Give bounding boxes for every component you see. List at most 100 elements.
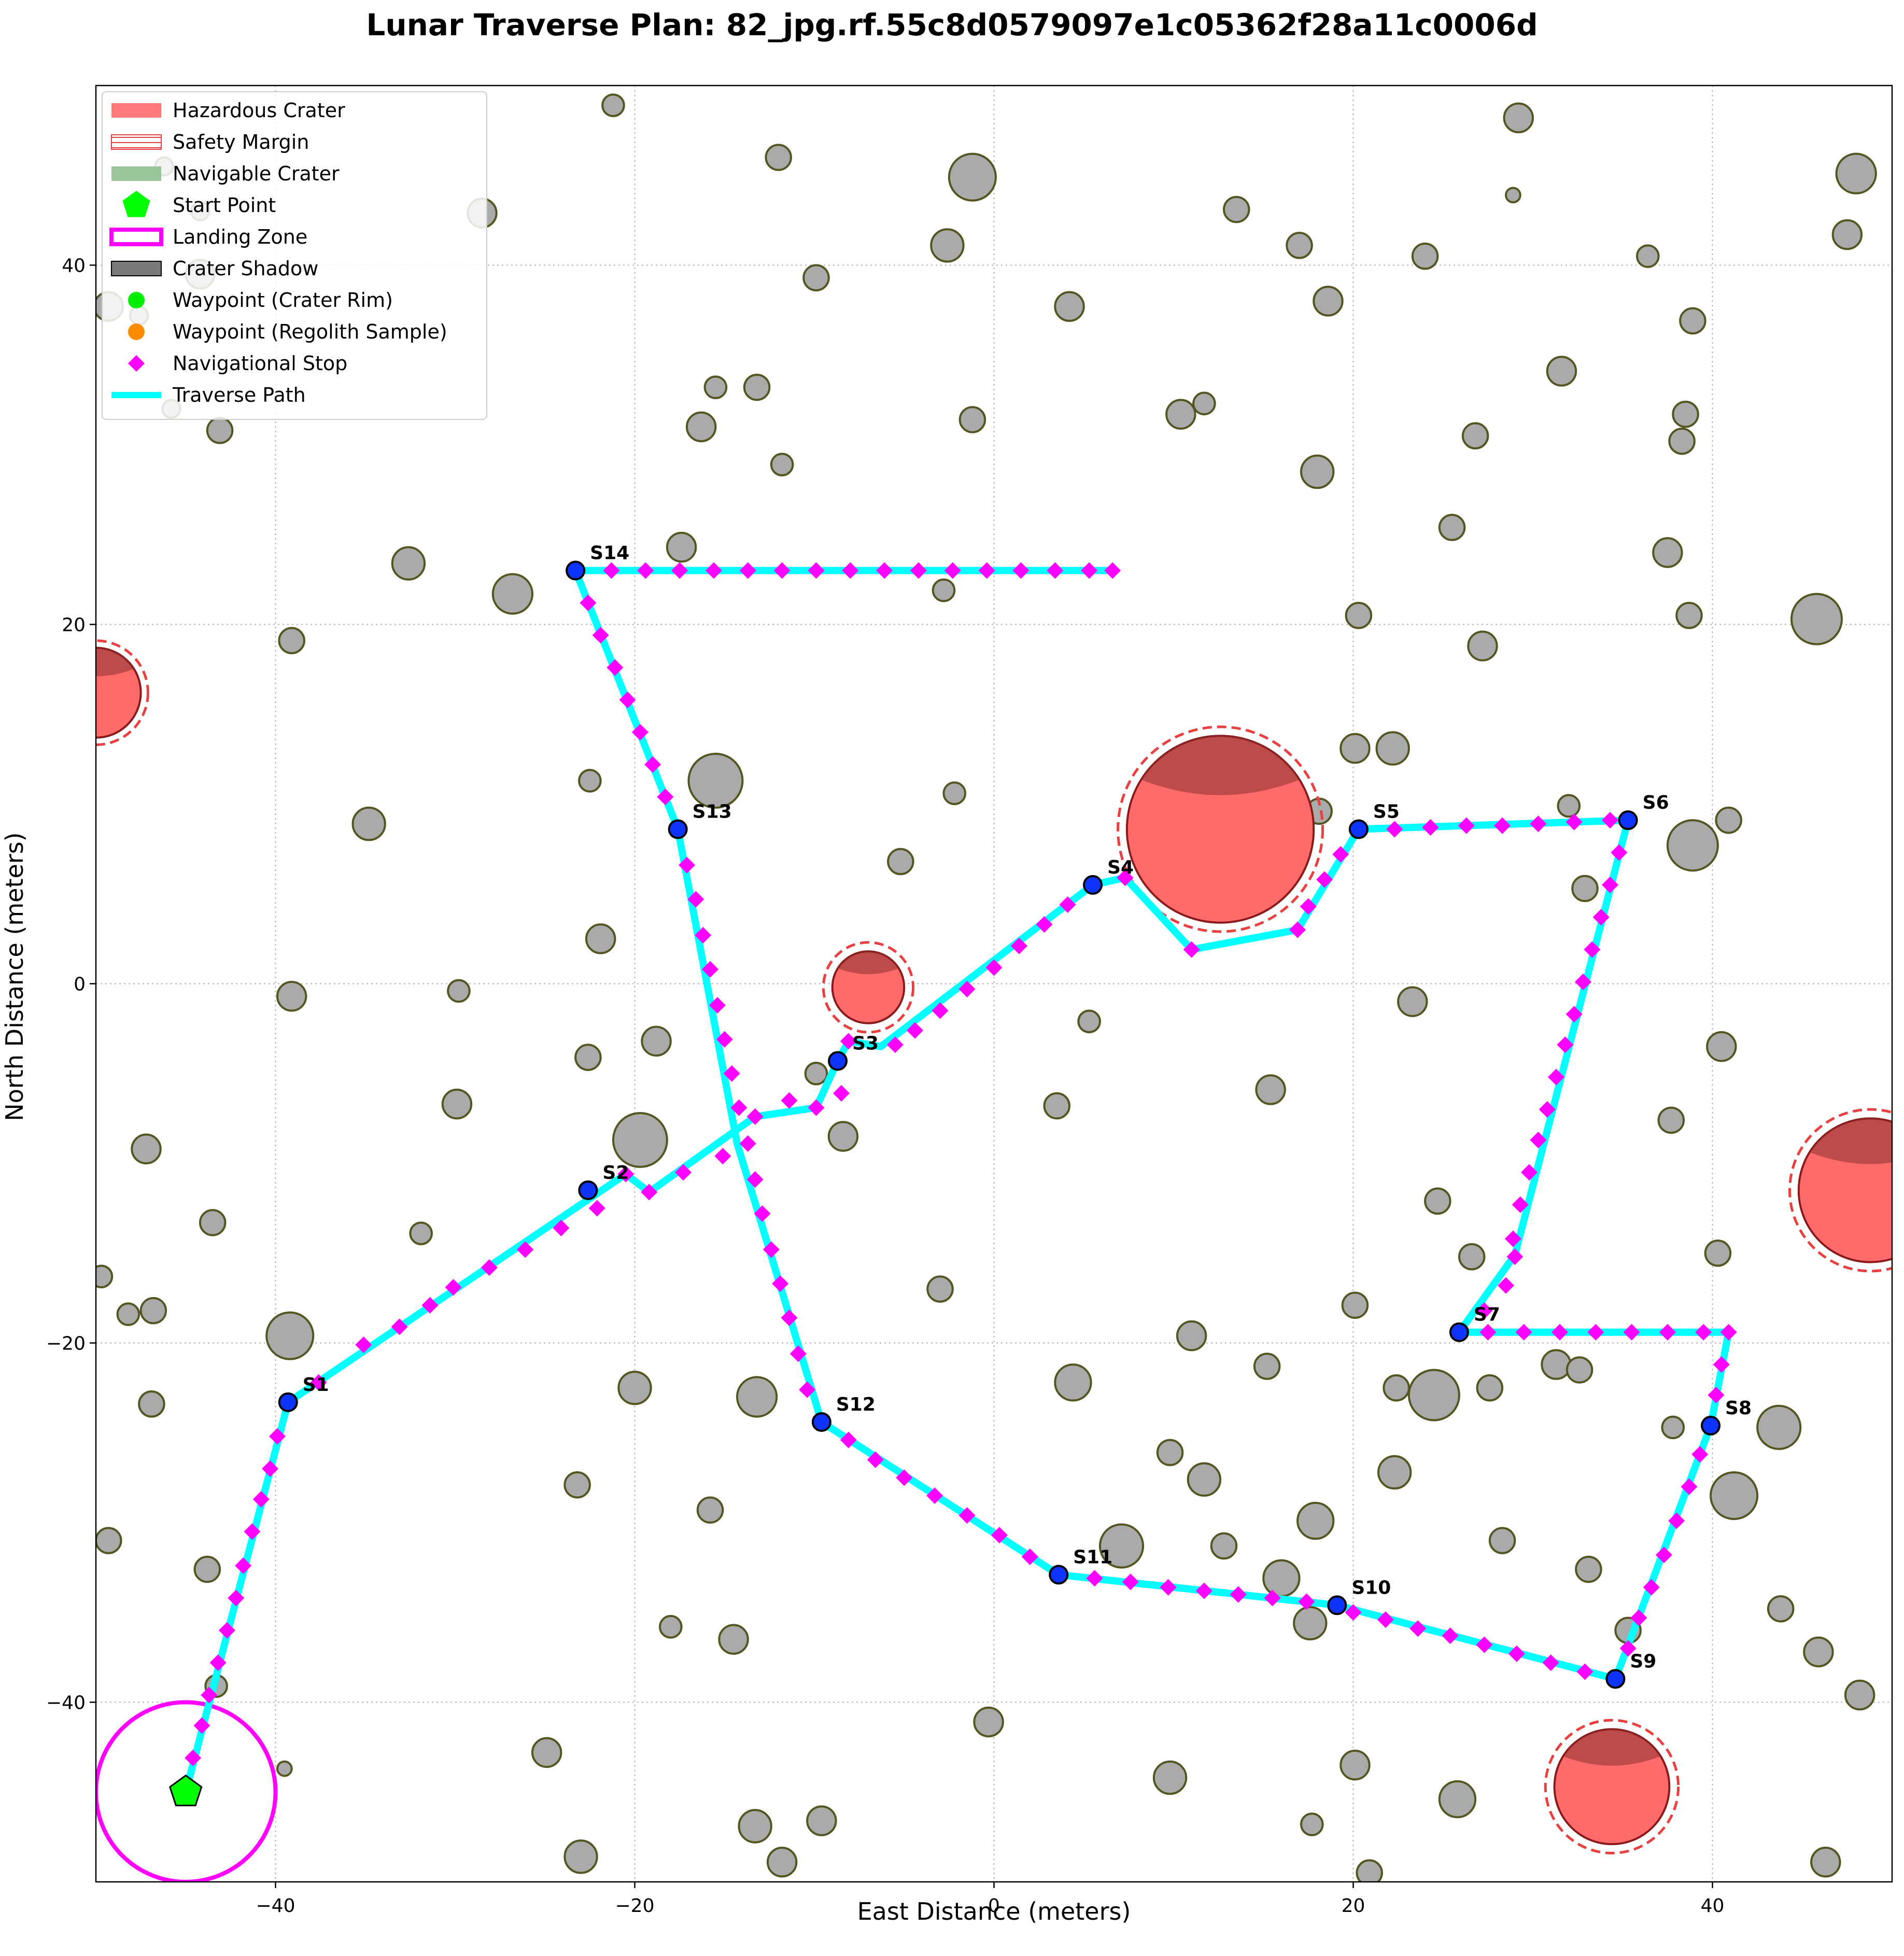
crater (666, 531, 697, 563)
crater (1571, 875, 1599, 903)
legend-entry: Start Point (122, 191, 276, 217)
navigational-stop (445, 1279, 462, 1296)
crater (738, 1809, 772, 1844)
navigational-stop (1551, 1324, 1568, 1341)
station-label: S11 (1073, 1546, 1112, 1568)
navigational-stop (781, 1309, 798, 1326)
crater (1424, 1187, 1451, 1215)
crater (563, 1839, 598, 1874)
navigational-stop (637, 562, 654, 579)
navigational-stop (1548, 1068, 1565, 1086)
navigational-stop (773, 562, 791, 579)
crater (1296, 1501, 1335, 1540)
crater (1293, 1606, 1328, 1641)
crater (1505, 187, 1521, 204)
crater (1187, 1462, 1222, 1497)
x-tick-label: 40 (1701, 1895, 1725, 1917)
navigational-stop (269, 1428, 286, 1445)
hazardous-craters (96, 639, 1892, 1855)
crater (1476, 1374, 1504, 1402)
legend-entry: Navigable Crater (111, 162, 340, 185)
crater (942, 781, 967, 805)
navigational-stop (978, 562, 995, 579)
navigational-stop (262, 1460, 279, 1477)
crater (1657, 1106, 1685, 1134)
navigational-stop (1557, 1036, 1574, 1053)
crater (1458, 1243, 1486, 1271)
crater (804, 1061, 828, 1086)
navigational-stop (1021, 1548, 1038, 1565)
navigational-stop (1508, 1645, 1525, 1662)
station-marker (1449, 1322, 1469, 1342)
crater (1300, 454, 1335, 489)
navigational-stop (252, 1490, 270, 1508)
crater (1407, 1369, 1460, 1422)
navigational-stop (244, 1523, 261, 1540)
navigational-stop (1576, 1663, 1593, 1680)
legend-swatch (111, 261, 162, 276)
crater (1210, 1532, 1238, 1560)
legend-label: Waypoint (Regolith Sample) (173, 320, 447, 343)
navigational-stop (421, 1297, 439, 1314)
navigational-stop (1298, 1593, 1315, 1610)
crater-shadow (96, 648, 134, 677)
station-label: S12 (836, 1394, 876, 1415)
legend-entry: Landing Zone (109, 226, 307, 248)
crater (278, 627, 305, 654)
crater (1043, 1092, 1071, 1120)
crater (1767, 1595, 1795, 1623)
crater (491, 573, 533, 615)
navigational-stop (1264, 1589, 1281, 1607)
navigational-stop (310, 1374, 327, 1391)
navigational-stop (1476, 1302, 1493, 1319)
navigational-stop (185, 1749, 202, 1766)
crater (1054, 1363, 1092, 1402)
navigational-stop (808, 1099, 825, 1116)
crater-shadow (838, 951, 899, 975)
navigational-stop (1611, 844, 1628, 861)
legend-label: Hazardous Crater (173, 99, 345, 122)
landing-zone-circle (96, 1700, 278, 1882)
crater (96, 1264, 114, 1289)
navigational-stop (695, 926, 712, 944)
crater-shadow (1140, 735, 1300, 795)
navigational-stop (1530, 815, 1547, 833)
navigational-stop (553, 1219, 570, 1236)
crater (926, 1275, 954, 1303)
navigational-stop (781, 1092, 798, 1109)
start-point-marker (169, 1774, 203, 1807)
legend-entry: Hazardous Crater (111, 99, 345, 122)
legend-label: Safety Margin (173, 131, 309, 153)
navigational-stop (944, 562, 961, 579)
station-marker (1348, 819, 1369, 839)
station-label: S2 (602, 1162, 629, 1184)
crater (696, 1496, 724, 1524)
navigational-stop (1059, 896, 1076, 913)
crater (199, 1209, 227, 1236)
navigational-stop (723, 1065, 740, 1082)
crater (617, 1370, 652, 1405)
navigational-stop (1512, 1196, 1529, 1213)
navigational-stop (739, 562, 756, 579)
crater (1339, 733, 1371, 764)
navigational-stop (840, 1033, 857, 1050)
start-point (169, 1774, 203, 1807)
navigational-stop (603, 562, 620, 579)
landing-zone (96, 1700, 278, 1882)
crater (1077, 1009, 1101, 1034)
navigational-stop (1530, 1131, 1547, 1148)
station-label: S3 (852, 1033, 879, 1054)
navigational-stops (185, 562, 1737, 1766)
crater (1467, 630, 1498, 662)
crater (441, 1088, 473, 1120)
navigational-stop (867, 1451, 884, 1468)
navigational-stop (1345, 1604, 1362, 1621)
crater (1704, 1239, 1732, 1267)
crater (1165, 399, 1196, 430)
legend-label: Start Point (173, 194, 276, 217)
crater (718, 1624, 749, 1655)
navigational-stop (1643, 1579, 1660, 1596)
crater (1575, 1555, 1602, 1583)
